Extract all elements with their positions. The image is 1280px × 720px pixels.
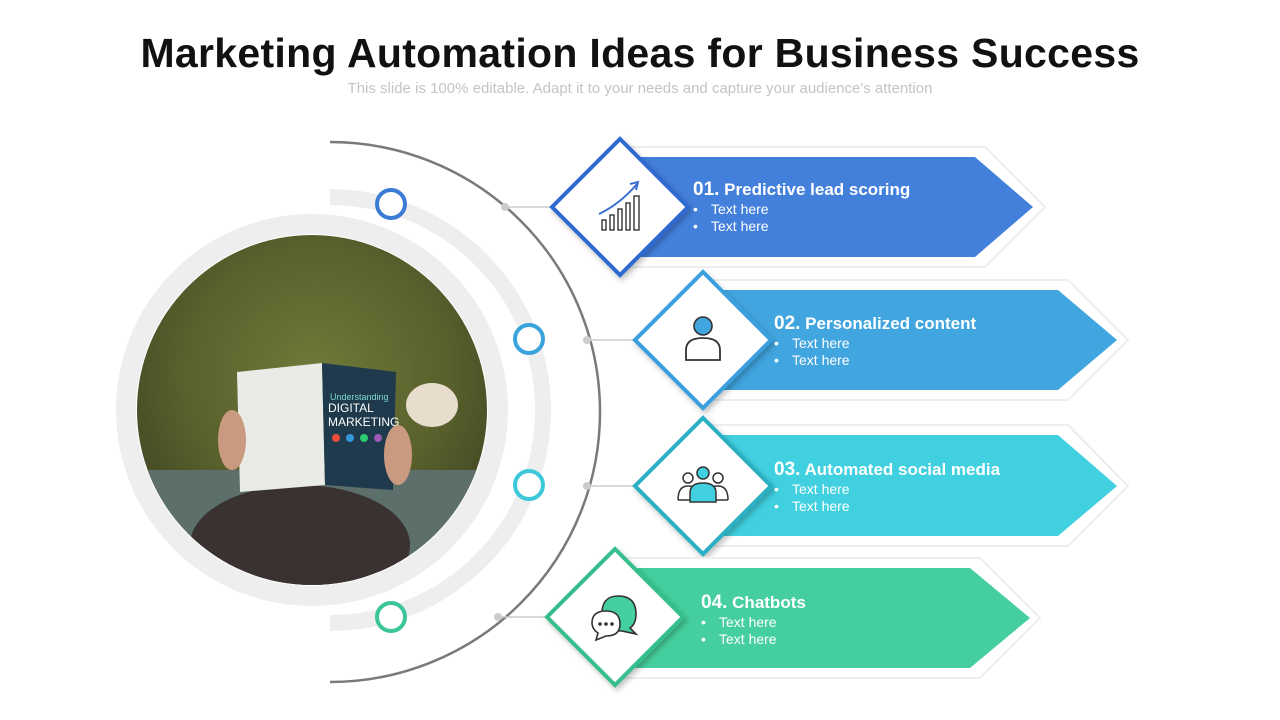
- item-2: 02. Personalized content • Text here • Tex…: [632, 269, 1130, 411]
- svg-text:Text here: Text here: [792, 481, 850, 497]
- group-icon: [677, 466, 729, 503]
- connector-ring-3: [513, 469, 545, 501]
- inner-arc: [329, 189, 551, 631]
- svg-text:Text here: Text here: [719, 614, 777, 630]
- svg-text:•: •: [774, 335, 779, 351]
- svg-text:Text here: Text here: [711, 201, 769, 217]
- item-3-arrow: [700, 435, 1117, 536]
- svg-text:Text here: Text here: [792, 352, 850, 368]
- svg-text:•: •: [774, 352, 779, 368]
- chat-bubbles-icon: [591, 595, 639, 642]
- svg-text:Understanding: Understanding: [330, 392, 389, 402]
- user-icon: [685, 316, 721, 361]
- svg-text:Text here: Text here: [792, 498, 850, 514]
- item-3: 03. Automated social media • Text here • T…: [632, 415, 1130, 557]
- outer-arc: [329, 140, 602, 684]
- svg-text:01. Predictive lead scoring: 01. Predictive lead scoring: [693, 179, 910, 200]
- svg-text:Text here: Text here: [792, 335, 850, 351]
- item-1-arrow: [615, 157, 1033, 257]
- item-2-arrow: [700, 290, 1117, 390]
- svg-text:Text here: Text here: [719, 631, 777, 647]
- svg-text:Text here: Text here: [711, 218, 769, 234]
- svg-text:02. Personalized content: 02. Personalized content: [774, 313, 976, 334]
- svg-text:DIGITAL: DIGITAL: [328, 401, 374, 415]
- connector-ring-4: [375, 601, 407, 633]
- slide-subtitle: This slide is 100% editable. Adapt it to…: [347, 80, 933, 97]
- slide-title: Marketing Automation Ideas for Business …: [140, 30, 1140, 76]
- svg-text:•: •: [701, 631, 706, 647]
- svg-text:•: •: [693, 218, 698, 234]
- connector-ring-2: [513, 323, 545, 355]
- item-1: 01. Predictive lead scoring • Text here •…: [549, 136, 1047, 278]
- svg-text:•: •: [774, 498, 779, 514]
- svg-text:MARKETING: MARKETING: [328, 415, 399, 429]
- connector-ring-1: [375, 188, 407, 220]
- svg-text:•: •: [774, 481, 779, 497]
- svg-text:04. Chatbots: 04. Chatbots: [701, 592, 806, 613]
- photo-ring: [116, 214, 508, 606]
- svg-text:03. Automated social media: 03. Automated social media: [774, 459, 1001, 480]
- svg-text:•: •: [693, 201, 698, 217]
- svg-text:•: •: [701, 614, 706, 630]
- item-4: 04. Chatbots • Text here • Text here: [544, 546, 1042, 688]
- growth-chart-icon: [598, 180, 640, 231]
- item-4-arrow: [612, 568, 1030, 668]
